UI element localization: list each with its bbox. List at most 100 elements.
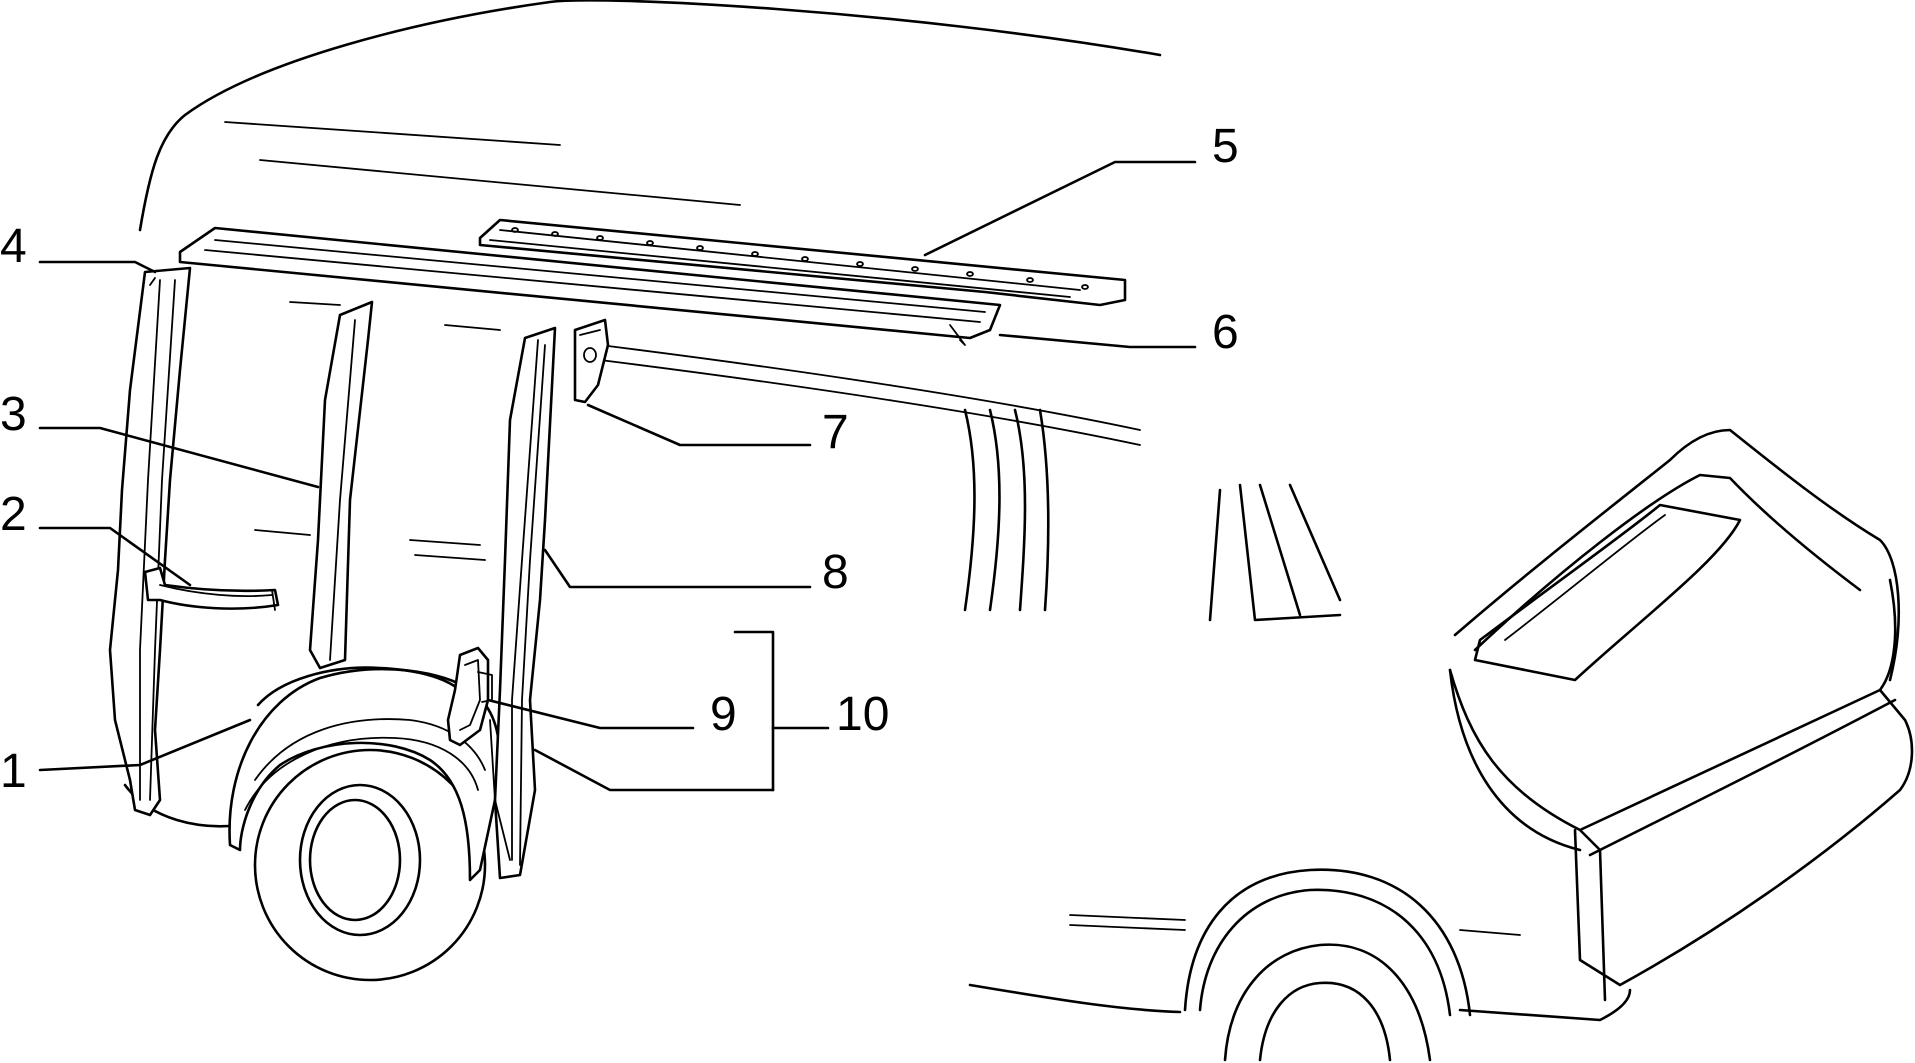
rear-pillar-body bbox=[108, 266, 192, 817]
side-crease-a bbox=[289, 301, 341, 306]
callout-1: 1 bbox=[0, 745, 27, 798]
b-pillar-body bbox=[493, 326, 557, 880]
window-pillar-1 bbox=[963, 408, 976, 612]
leader-6 bbox=[998, 333, 1197, 349]
wheel-arch-line-b bbox=[244, 736, 479, 811]
part-2-bracket bbox=[143, 566, 280, 611]
body-belt-line-2 bbox=[599, 359, 1141, 446]
gusset-hole bbox=[583, 347, 597, 363]
rear-wheel-assembly bbox=[253, 748, 487, 982]
callout-2: 2 bbox=[0, 488, 27, 541]
part-5-roof-rail bbox=[478, 218, 1127, 307]
roof-outline bbox=[138, 0, 1162, 232]
front-bumper bbox=[1573, 688, 1914, 987]
roof-rail-lower-end bbox=[949, 324, 966, 346]
gusset-line bbox=[579, 329, 601, 336]
rear-rim-outer bbox=[298, 783, 422, 937]
callout-10: 10 bbox=[836, 688, 889, 741]
part-10-lower-trim bbox=[489, 719, 511, 861]
mid-pillar-line bbox=[329, 319, 356, 661]
leader-10-lower bbox=[533, 748, 775, 792]
front-cab bbox=[963, 408, 1914, 1062]
part-6-roof-rail bbox=[178, 226, 1002, 346]
leader-2 bbox=[38, 526, 192, 587]
wheel-arch-line-a bbox=[254, 718, 486, 781]
leader-4 bbox=[38, 260, 157, 274]
callout-5: 5 bbox=[1212, 120, 1239, 173]
side-crease-c bbox=[254, 529, 311, 536]
rear-pillar-notch bbox=[149, 277, 156, 286]
roof-rail-upper bbox=[478, 218, 1127, 307]
leader-lines bbox=[38, 160, 1197, 792]
side-crease-d bbox=[409, 539, 481, 546]
hood-outline bbox=[1453, 428, 1901, 682]
hood-inner bbox=[1473, 473, 1862, 652]
rear-pillar-line-b bbox=[149, 279, 176, 801]
leader-5 bbox=[923, 160, 1197, 257]
leader-10-upper bbox=[733, 630, 775, 792]
window-frame-d bbox=[1288, 483, 1342, 602]
leader-3 bbox=[38, 426, 320, 489]
lower-bumper-front bbox=[1458, 988, 1632, 1022]
sill-line-b bbox=[1069, 924, 1186, 931]
sill-line-a bbox=[1069, 914, 1186, 921]
part-8-b-pillar bbox=[493, 326, 557, 880]
part-9-hinge bbox=[446, 646, 493, 747]
window-pillar-2 bbox=[988, 408, 1001, 612]
window-pillar-4 bbox=[1038, 408, 1050, 612]
front-wheel-arch bbox=[1183, 868, 1472, 1017]
part-3-mid-pillar bbox=[308, 300, 374, 670]
window-frame-a bbox=[1208, 488, 1222, 622]
window-frame-b bbox=[1238, 483, 1342, 622]
callout-labels: 1 2 3 4 5 6 7 8 9 10 bbox=[0, 120, 1239, 798]
part-4-rear-pillar bbox=[108, 266, 192, 817]
callout-3: 3 bbox=[0, 388, 27, 441]
roof-rail-upper-line bbox=[499, 229, 1081, 291]
wheel-arch-top bbox=[256, 666, 462, 707]
bracket-body bbox=[143, 566, 280, 610]
hinge-inner bbox=[459, 659, 481, 731]
b-pillar-line-a bbox=[511, 339, 539, 861]
rear-tire bbox=[253, 748, 487, 982]
hood-scoop-inner bbox=[1504, 514, 1666, 641]
hinge-tab bbox=[477, 671, 493, 703]
roof-line-a bbox=[224, 121, 561, 146]
roof-rail-upper-line-b bbox=[489, 239, 1071, 298]
b-pillar-line-b bbox=[519, 344, 546, 866]
leader-9 bbox=[486, 698, 695, 730]
callout-6: 6 bbox=[1212, 306, 1239, 359]
bracket-line bbox=[159, 584, 273, 597]
roof-rail-holes bbox=[511, 227, 1089, 290]
roof-rail-lower-line-b bbox=[204, 249, 981, 323]
callout-7: 7 bbox=[822, 406, 849, 459]
front-wheel-arch-inner bbox=[1198, 888, 1452, 1017]
front-wheel bbox=[1223, 943, 1432, 1062]
window-pillar-3 bbox=[1013, 408, 1027, 612]
leader-7 bbox=[586, 403, 812, 447]
side-crease-e bbox=[414, 554, 486, 561]
callout-4: 4 bbox=[0, 220, 27, 273]
sill-line-c bbox=[1459, 929, 1521, 936]
rear-pillar-line-a bbox=[139, 279, 161, 801]
hood-scoop bbox=[1473, 503, 1742, 682]
rear-rim-inner bbox=[308, 798, 402, 922]
roof-rail-lower-line-a bbox=[214, 239, 986, 313]
front-bumper-line bbox=[1588, 698, 1897, 857]
body-belt-line bbox=[599, 344, 1141, 431]
bracket-end bbox=[271, 589, 276, 611]
part-1-wheel-arch bbox=[228, 666, 501, 882]
front-fender bbox=[1448, 668, 1582, 852]
front-corner-line bbox=[1578, 828, 1607, 1002]
grille-outline bbox=[1448, 578, 1897, 832]
part-7-gusset bbox=[573, 318, 610, 404]
side-crease-b bbox=[444, 324, 501, 331]
lower-trim-line bbox=[489, 719, 511, 861]
leader-1 bbox=[38, 718, 252, 772]
callout-9: 9 bbox=[710, 688, 737, 741]
callout-8: 8 bbox=[822, 546, 849, 599]
leader-8 bbox=[543, 548, 812, 589]
front-wheel-rim bbox=[1258, 981, 1392, 1062]
lower-sill bbox=[968, 983, 1182, 1014]
window-frame-c bbox=[1258, 483, 1302, 617]
